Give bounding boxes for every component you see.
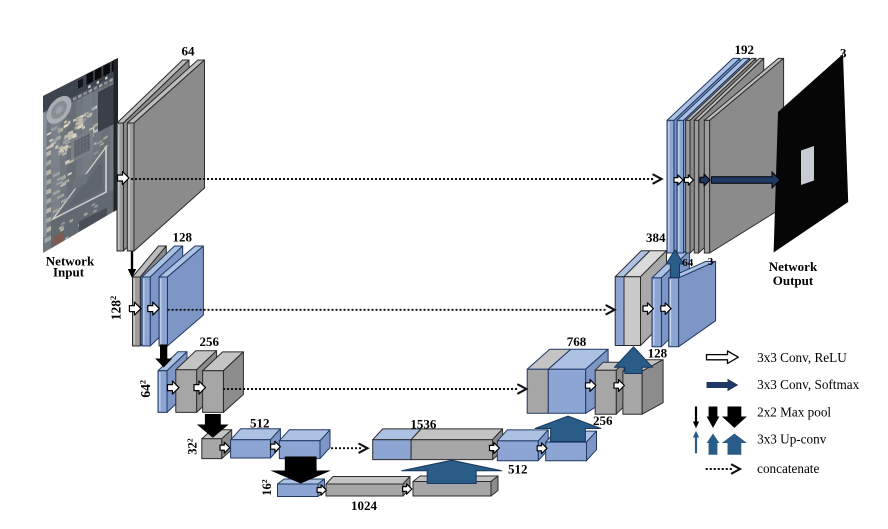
svg-text:192: 192 xyxy=(735,42,755,57)
svg-text:3x3 Conv, Softmax: 3x3 Conv, Softmax xyxy=(757,377,859,392)
svg-text:1282: 1282 xyxy=(109,296,124,320)
svg-text:162: 162 xyxy=(260,479,274,496)
svg-text:Network: Network xyxy=(46,254,95,269)
svg-text:128: 128 xyxy=(172,230,192,245)
svg-text:128: 128 xyxy=(648,345,668,360)
svg-text:2x2 Max pool: 2x2 Max pool xyxy=(757,405,831,420)
svg-text:256: 256 xyxy=(200,334,220,349)
svg-text:768: 768 xyxy=(567,334,587,349)
svg-text:concatenate: concatenate xyxy=(757,461,819,476)
svg-text:3: 3 xyxy=(840,46,847,61)
svg-text:512: 512 xyxy=(250,416,270,431)
svg-text:1024: 1024 xyxy=(351,498,378,513)
svg-text:256: 256 xyxy=(593,413,613,428)
svg-text:384: 384 xyxy=(646,230,666,245)
svg-text:Network: Network xyxy=(769,259,818,274)
svg-text:Output: Output xyxy=(773,273,814,288)
svg-text:64: 64 xyxy=(682,257,694,269)
svg-text:64: 64 xyxy=(182,44,196,59)
svg-text:322: 322 xyxy=(186,438,200,455)
svg-text:512: 512 xyxy=(508,462,528,477)
svg-text:642: 642 xyxy=(138,380,153,398)
svg-text:3x3 Up-conv: 3x3 Up-conv xyxy=(757,432,827,447)
svg-text:3: 3 xyxy=(708,256,714,268)
svg-text:3x3 Conv, ReLU: 3x3 Conv, ReLU xyxy=(757,350,847,365)
svg-text:1536: 1536 xyxy=(410,417,437,432)
svg-text:Input: Input xyxy=(53,265,85,280)
